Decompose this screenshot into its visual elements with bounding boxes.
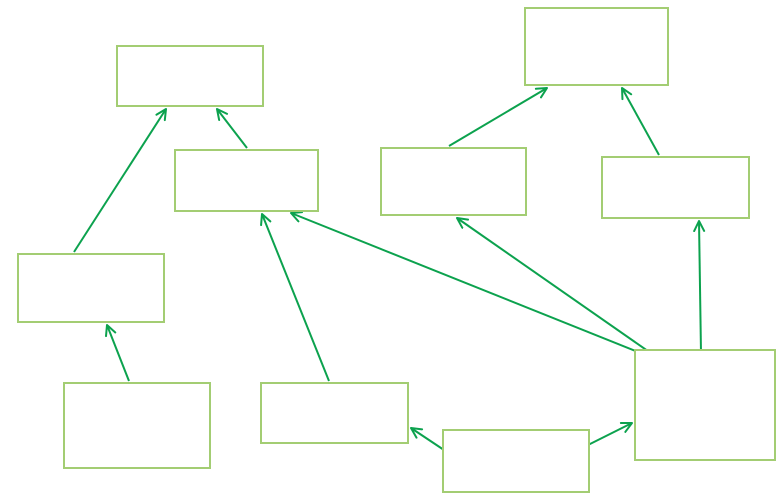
node-box-mid-right xyxy=(601,156,750,219)
edge-box-mid-left-to-box-upper-left xyxy=(216,108,248,149)
node-box-bottom-left xyxy=(63,382,211,469)
edge-box-bottom-right-to-box-mid-center xyxy=(456,217,656,357)
node-box-mid-left xyxy=(174,149,319,212)
edge-box-mid-right-to-box-top-right xyxy=(621,87,660,156)
edge-box-bottom-right-to-box-mid-left xyxy=(290,211,649,357)
node-box-left xyxy=(17,253,165,323)
edge-box-bottom-center-to-box-bottom-right xyxy=(585,422,633,447)
node-box-bottom-right xyxy=(634,349,776,461)
edge-box-bottom-center-to-box-bottom-center-left xyxy=(410,427,448,453)
node-box-bottom-center xyxy=(442,429,590,493)
edge-box-bottom-right-to-box-mid-right xyxy=(693,220,706,354)
edge-box-bottom-center-left-to-box-mid-left xyxy=(260,213,330,382)
edge-box-mid-center-to-box-top-right xyxy=(448,87,548,147)
edge-box-bottom-left-to-box-left xyxy=(105,324,130,382)
node-box-upper-left xyxy=(116,45,264,107)
node-box-mid-center xyxy=(380,147,527,216)
node-box-bottom-center-left xyxy=(260,382,409,444)
node-box-top-right xyxy=(524,7,669,86)
edge-box-left-to-box-upper-left xyxy=(73,108,167,253)
